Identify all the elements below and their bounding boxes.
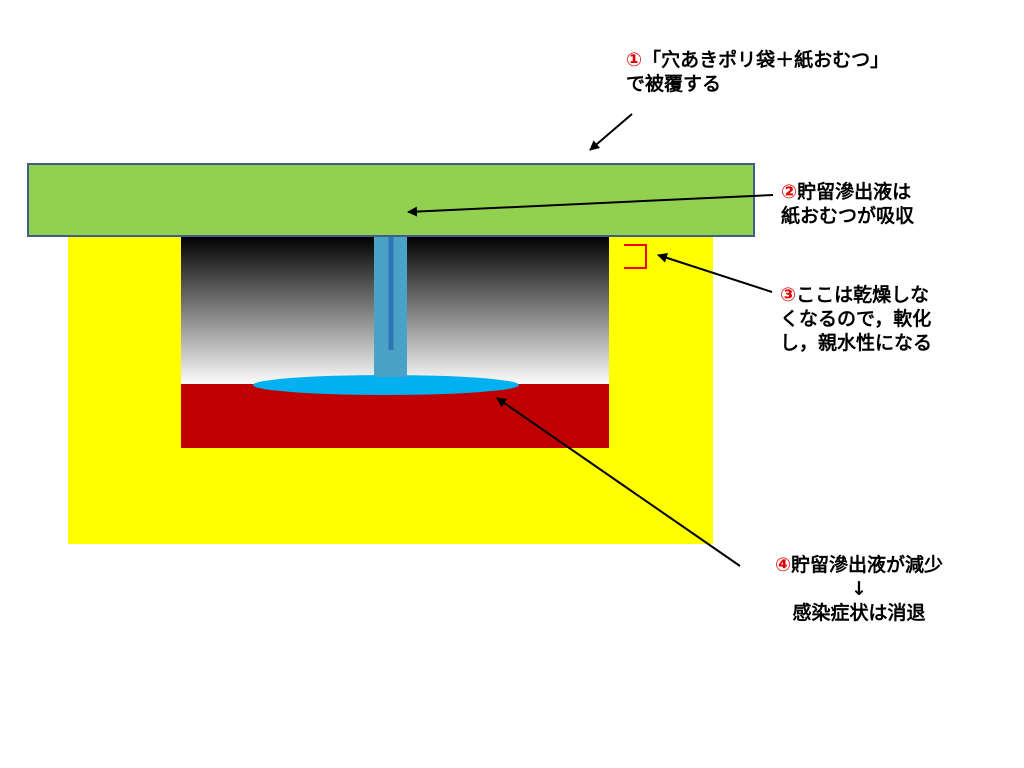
step-3-line-3: し，親水性になる (780, 332, 933, 354)
label-step-2: ②貯留滲出液は 紙おむつが吸収 (781, 180, 914, 228)
diaper-cover (27, 163, 755, 237)
step-2-number: ② (781, 181, 798, 203)
exudate-pool (253, 375, 519, 395)
step-4-line-3: 感染症状は消退 (792, 602, 926, 624)
label-step-4: ④貯留滲出液が減少 ↓ 感染症状は消退 (741, 553, 977, 625)
step-3-line-1: ここは乾燥しな (796, 284, 930, 306)
step-1-line-2: で被覆する (626, 73, 722, 95)
step-4-down-arrow: ↓ (851, 578, 867, 600)
label-step-1: ①「穴あきポリ袋＋紙おむつ」 で被覆する (626, 48, 889, 96)
bracket-marker (624, 244, 647, 269)
label-step-3: ③ここは乾燥しな くなるので，軟化 し，親水性になる (780, 283, 932, 355)
step-4-line-1: 貯留滲出液が減少 (791, 554, 944, 576)
pointer-arrow-2 (407, 194, 774, 217)
step-1-line-1: 「穴あきポリ袋＋紙おむつ」 (642, 49, 890, 71)
step-2-line-1: 貯留滲出液は (797, 181, 912, 203)
step-2-line-2: 紙おむつが吸収 (781, 205, 915, 227)
pointer-arrow-3 (657, 253, 773, 293)
step-4-number: ④ (774, 554, 792, 576)
pointer-arrow-4 (496, 397, 741, 567)
step-1-number: ① (626, 49, 643, 71)
step-3-number: ③ (780, 284, 797, 306)
pointer-arrow-1 (589, 113, 633, 151)
step-3-line-2: くなるので，軟化 (780, 308, 932, 330)
